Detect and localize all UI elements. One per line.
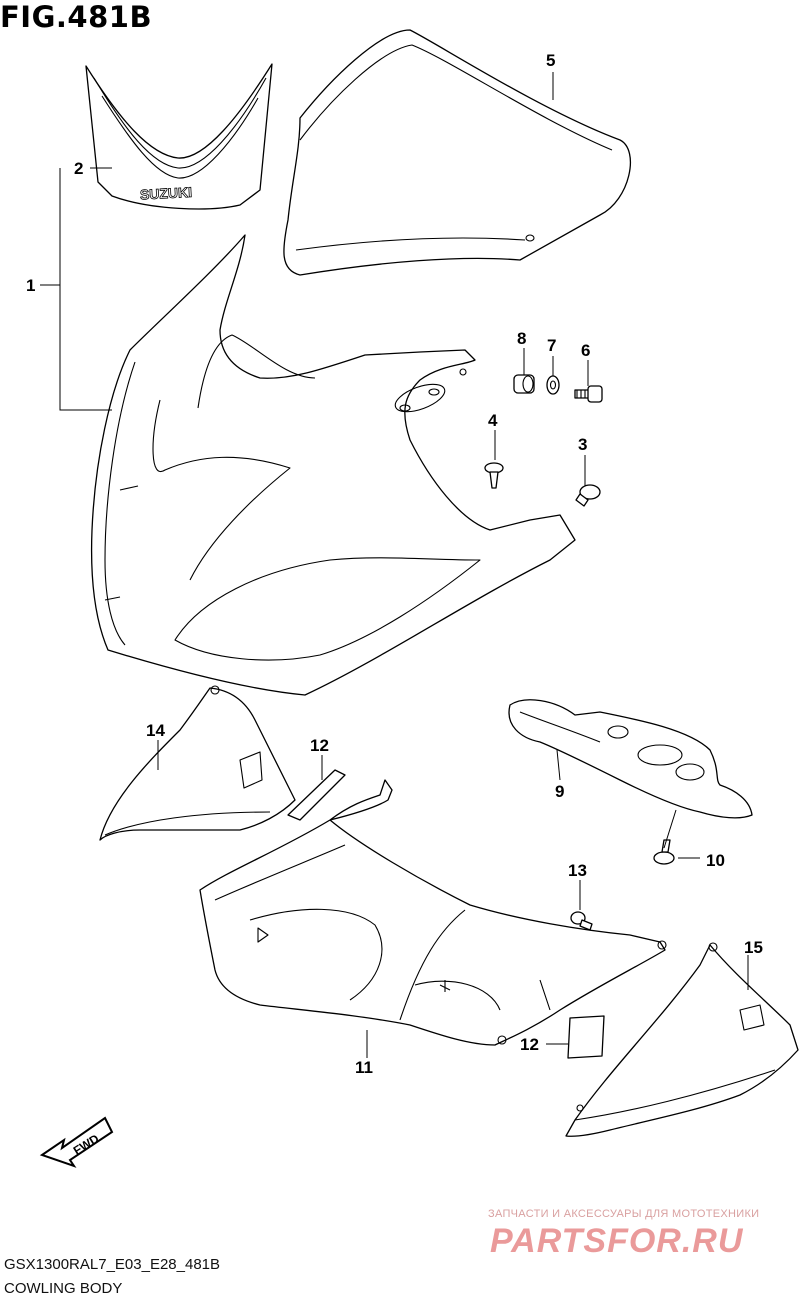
part-4-screw[interactable] <box>484 462 504 489</box>
part-6-screw[interactable] <box>574 385 603 403</box>
callout-9[interactable]: 9 <box>555 782 564 801</box>
callout-15[interactable]: 15 <box>744 938 763 957</box>
callout-14[interactable]: 14 <box>146 721 165 740</box>
part-10-screw[interactable] <box>653 839 675 865</box>
callout-3[interactable]: 3 <box>578 435 587 454</box>
callout-13[interactable]: 13 <box>568 861 587 880</box>
part-15-inner-panel[interactable] <box>565 942 799 1137</box>
callout-4[interactable]: 4 <box>488 411 498 430</box>
callout-11[interactable]: 11 <box>355 1058 373 1077</box>
part-5-windscreen[interactable] <box>283 29 632 276</box>
watermark-subtitle: ЗАПЧАСТИ И АКСЕССУАРЫ ДЛЯ МОТОТЕХНИКИ <box>488 1208 760 1220</box>
callout-numbers: 1 2 5 8 7 6 4 3 14 12 9 10 13 15 12 11 <box>26 51 763 1077</box>
part-11-lower-cowling[interactable] <box>199 779 667 1046</box>
leader-lines <box>40 72 749 1058</box>
part-1-cowling-body[interactable] <box>90 234 576 696</box>
callout-8[interactable]: 8 <box>517 329 526 348</box>
part-14-inner-panel[interactable] <box>99 685 296 841</box>
fwd-arrow: FWD <box>39 1116 114 1168</box>
part-8-nut[interactable] <box>513 374 535 394</box>
figure-code: GSX1300RAL7_E03_E28_481B <box>4 1256 221 1273</box>
callout-2[interactable]: 2 <box>74 159 83 178</box>
part-13-clip[interactable] <box>570 911 593 931</box>
part-3-screw[interactable] <box>575 484 601 507</box>
part-2-emblem-panel[interactable]: SUZUKI <box>85 63 273 210</box>
watermark-logo: PARTSFOR.RU <box>490 1222 744 1260</box>
figure-name: COWLING BODY <box>4 1280 123 1297</box>
figure-title: FIG.481B <box>0 0 153 34</box>
callout-12-upper[interactable]: 12 <box>310 736 329 755</box>
part-12-sticker[interactable] <box>567 1015 605 1059</box>
callout-6[interactable]: 6 <box>581 341 590 360</box>
callout-5[interactable]: 5 <box>546 51 555 70</box>
callout-10[interactable]: 10 <box>706 851 725 870</box>
part-12-trim-strip[interactable] <box>287 769 346 821</box>
suzuki-logo: SUZUKI <box>140 184 193 203</box>
callout-1[interactable]: 1 <box>26 276 35 295</box>
part-7-washer[interactable] <box>546 375 560 395</box>
callout-7[interactable]: 7 <box>547 336 556 355</box>
part-9-bracket[interactable] <box>508 699 753 819</box>
callout-12-lower[interactable]: 12 <box>520 1035 539 1054</box>
